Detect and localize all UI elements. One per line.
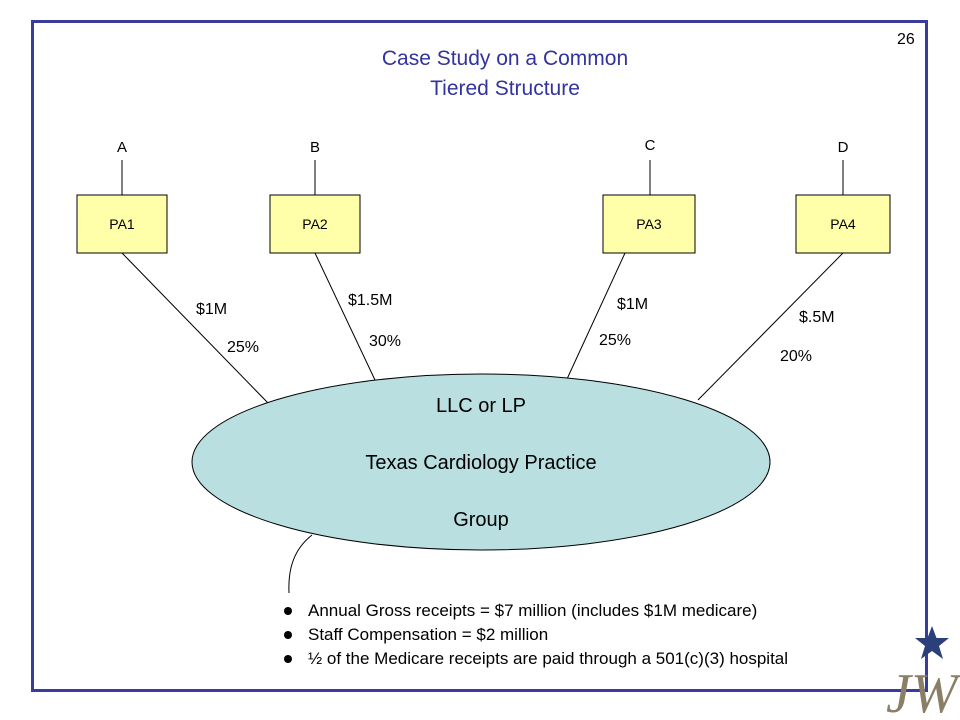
link-amount-pa2: $1.5M xyxy=(348,292,392,309)
callout-curve xyxy=(288,534,313,594)
owner-label-c: C xyxy=(645,137,656,154)
entity-label-pa3: PA3 xyxy=(636,216,662,232)
link-percent-pa1: 25% xyxy=(227,339,259,356)
link-line-pa1 xyxy=(121,252,269,404)
entity-box-pa3 xyxy=(602,194,696,254)
note-text: Annual Gross receipts = $7 million (incl… xyxy=(308,601,758,620)
owner-label-b: B xyxy=(310,139,320,156)
logo-text: JW xyxy=(886,663,960,720)
link-amount-pa1: $1M xyxy=(196,301,227,318)
title-line-1: Case Study on a Common xyxy=(381,47,629,70)
link-line-pa3 xyxy=(566,252,626,380)
link-line-pa4 xyxy=(697,252,844,401)
star-icon xyxy=(915,626,949,659)
entity-box-pa4 xyxy=(795,194,891,254)
link-percent-pa2: 30% xyxy=(369,333,401,350)
link-amount-pa3: $1M xyxy=(617,296,648,313)
entity-label-pa2: PA2 xyxy=(302,216,328,232)
slide-title: Case Study on a Common Tiered Structure xyxy=(330,44,680,104)
center-line-2: Texas Cardiology Practice xyxy=(365,452,596,474)
owner-label-a: A xyxy=(117,139,127,156)
llc-ellipse xyxy=(191,373,771,551)
link-percent-pa4: 20% xyxy=(780,348,812,365)
entity-box-pa2 xyxy=(269,194,361,254)
note-text: ½ of the Medicare receipts are paid thro… xyxy=(308,649,789,668)
page-number: 26 xyxy=(897,31,915,48)
note-text: Staff Compensation = $2 million xyxy=(308,625,549,644)
bullet-icon xyxy=(284,655,292,663)
center-line-1: LLC or LP xyxy=(436,395,526,417)
bullet-icon xyxy=(284,607,292,615)
jw-logo: JW xyxy=(886,626,960,720)
owner-label-d: D xyxy=(838,139,849,156)
bullet-icon xyxy=(284,631,292,639)
entity-label-pa4: PA4 xyxy=(830,216,856,232)
note-item: ½ of the Medicare receipts are paid thro… xyxy=(280,647,788,671)
notes-list: Annual Gross receipts = $7 million (incl… xyxy=(280,599,788,671)
entity-box-pa1 xyxy=(76,194,168,254)
link-line-pa2 xyxy=(314,252,376,381)
title-line-2: Tiered Structure xyxy=(430,77,580,100)
link-amount-pa4: $.5M xyxy=(799,309,835,326)
entity-label-pa1: PA1 xyxy=(109,216,135,232)
slide-frame xyxy=(31,20,928,692)
note-item: Staff Compensation = $2 million xyxy=(280,623,788,647)
link-percent-pa3: 25% xyxy=(599,332,631,349)
note-item: Annual Gross receipts = $7 million (incl… xyxy=(280,599,788,623)
center-line-3: Group xyxy=(453,509,509,531)
